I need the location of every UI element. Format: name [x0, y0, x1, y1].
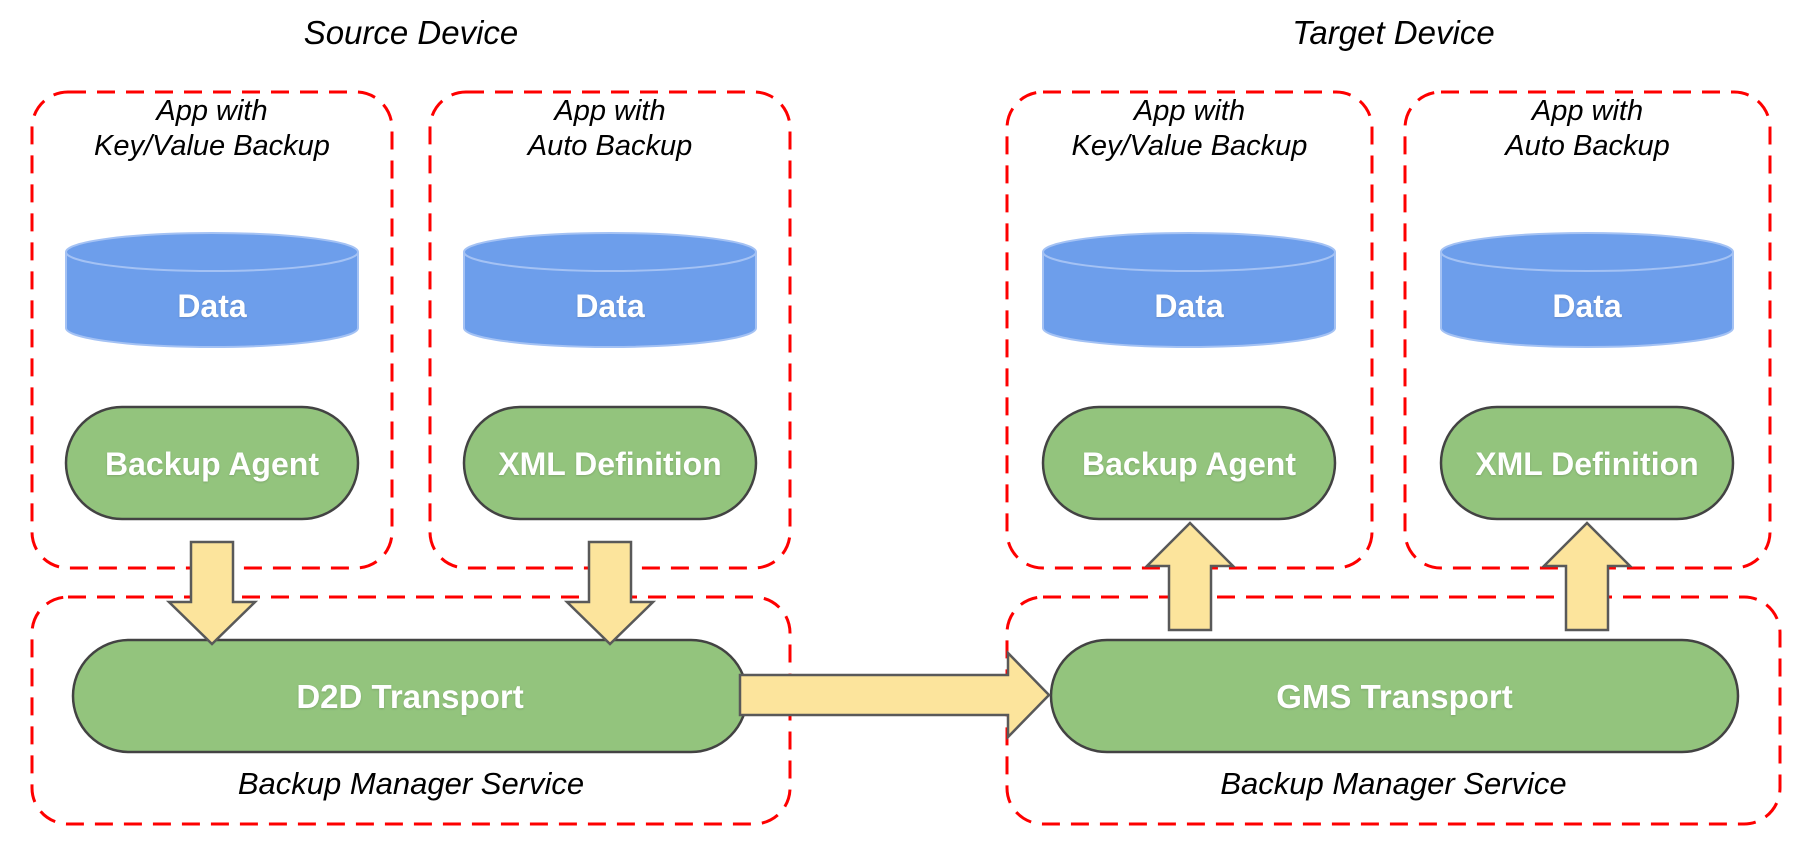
target-backup-manager-label: Backup Manager Service	[1220, 766, 1567, 801]
target-keyvalue-app-label: App with Key/Value Backup	[1007, 94, 1372, 164]
target-xml-definition-label: XML Definition	[1475, 446, 1699, 482]
up-arrow-icon-xml-definition	[1540, 521, 1634, 632]
target-keyvalue-data-label: Data	[1154, 288, 1224, 324]
source-keyvalue-data-label: Data	[177, 288, 247, 324]
target-xml-definition-pill	[1439, 405, 1735, 521]
app-label-line2: Auto Backup	[527, 130, 693, 162]
app-label-line2: Auto Backup	[1505, 130, 1670, 162]
source-auto-app-box	[428, 90, 792, 570]
target-device-title: Target Device	[1292, 14, 1495, 51]
source-backup-manager-label: Backup Manager Service	[237, 766, 585, 801]
app-label-line2: Key/Value Backup	[1071, 130, 1308, 162]
target-keyvalue-data-cylinder-icon	[1042, 232, 1336, 348]
target-auto-data-label: Data	[1552, 288, 1622, 324]
source-keyvalue-app-box	[30, 90, 394, 570]
d2d-transport-label: D2D Transport	[296, 678, 524, 715]
target-auto-data-cylinder-icon	[1440, 232, 1734, 348]
source-backup-agent-pill	[64, 405, 360, 521]
app-label-line1: App with	[1133, 95, 1246, 127]
app-label-line2: Key/Value Backup	[94, 130, 330, 162]
app-label-line1: App with	[554, 95, 666, 127]
source-keyvalue-app-label: App with Key/Value Backup	[32, 94, 392, 164]
up-arrow-icon-backup-agent	[1143, 521, 1237, 632]
gms-transport-label: GMS Transport	[1276, 678, 1513, 715]
down-arrow-icon-xml-definition	[563, 540, 657, 646]
source-xml-definition-pill	[462, 405, 758, 521]
source-xml-definition-label: XML Definition	[498, 446, 722, 482]
target-keyvalue-app-box	[1005, 90, 1374, 570]
source-device-title: Source Device	[303, 14, 519, 51]
gms-transport-pill	[1049, 638, 1740, 754]
right-arrow-icon-transport	[738, 649, 1051, 741]
source-keyvalue-data-cylinder-icon	[65, 232, 359, 348]
target-auto-app-label: App with Auto Backup	[1405, 94, 1770, 164]
source-auto-data-cylinder-icon	[463, 232, 757, 348]
source-auto-app-label: App with Auto Backup	[430, 94, 790, 164]
source-auto-data-label: Data	[575, 288, 645, 324]
source-backup-agent-label: Backup Agent	[105, 446, 319, 482]
app-label-line1: App with	[156, 95, 268, 127]
down-arrow-icon-backup-agent	[165, 540, 259, 646]
target-backup-agent-pill	[1041, 405, 1337, 521]
app-label-line1: App with	[1531, 95, 1644, 127]
target-auto-app-box	[1403, 90, 1772, 570]
target-backup-agent-label: Backup Agent	[1082, 446, 1296, 482]
